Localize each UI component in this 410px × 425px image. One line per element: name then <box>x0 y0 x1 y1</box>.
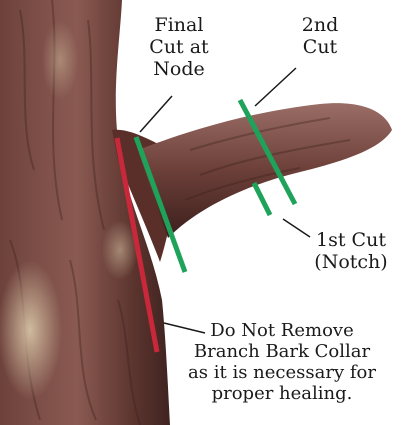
bark-highlight <box>42 20 78 100</box>
second-cut-label: 2nd Cut <box>292 14 348 58</box>
first-cut-line <box>254 183 270 215</box>
bark-highlight <box>0 260 62 400</box>
final-cut-pointer <box>140 96 172 132</box>
collar-note-label: Do Not Remove Branch Bark Collar as it i… <box>166 320 398 404</box>
first-cut-label: 1st Cut (Notch) <box>310 229 392 273</box>
first-cut-pointer <box>283 219 310 237</box>
branch <box>138 103 392 238</box>
final-cut-label: Final Cut at Node <box>143 14 215 80</box>
second-cut-pointer <box>255 68 296 106</box>
